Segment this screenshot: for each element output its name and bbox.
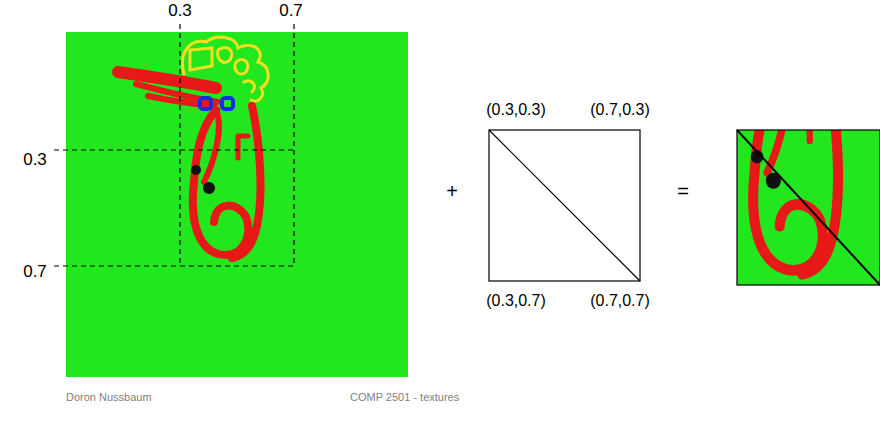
vertex-coordinate: (0.3,0.3) (486, 101, 546, 119)
axis-value: 0.7 (279, 2, 303, 21)
operator-sign: = (677, 180, 689, 202)
vertex-coordinate: (0.7,0.3) (590, 101, 650, 119)
axis-value: 0.7 (23, 263, 47, 282)
footer-course: COMP 2501 - textures (350, 391, 459, 403)
axis-value: 0.3 (23, 151, 47, 170)
vertex-coordinate: (0.3,0.7) (486, 292, 546, 310)
axis-value: 0.3 (168, 2, 192, 21)
vertex-coordinate: (0.7,0.7) (590, 292, 650, 310)
operator-sign: + (446, 180, 458, 202)
footer-author: Doron Nussbaum (66, 391, 152, 403)
